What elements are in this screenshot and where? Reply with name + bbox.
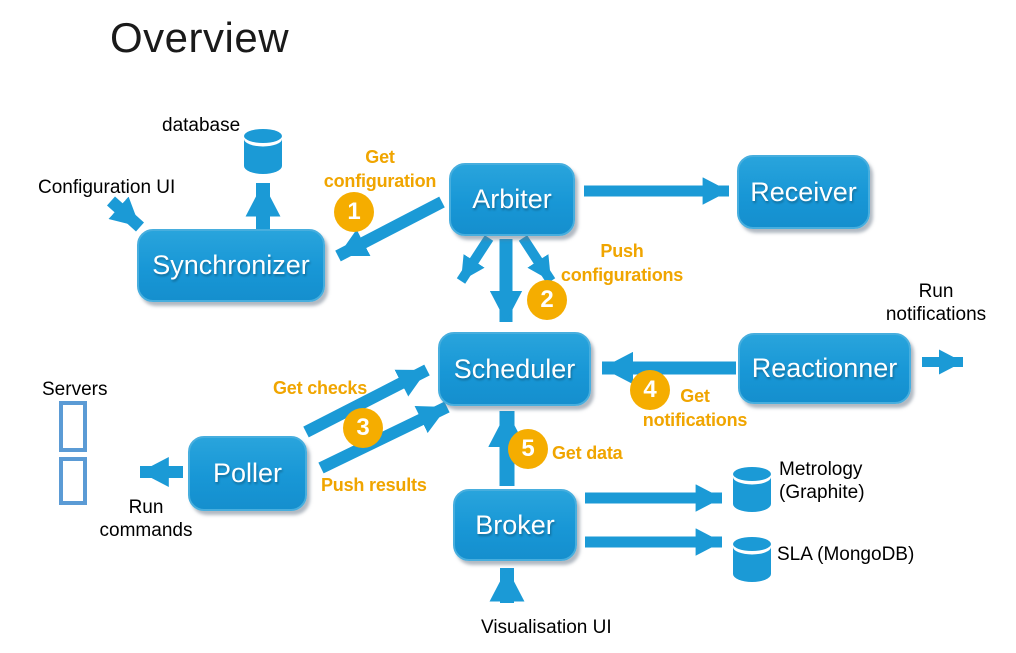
step-3-badge: 3 xyxy=(343,408,383,448)
run-commands-label: Run commands xyxy=(99,497,193,542)
node-reactionner: Reactionner xyxy=(738,333,911,404)
node-synchronizer: Synchronizer xyxy=(137,229,325,302)
node-scheduler: Scheduler xyxy=(438,332,591,406)
configuration-ui-label: Configuration UI xyxy=(38,177,176,198)
server-icon xyxy=(59,401,87,452)
node-arbiter-label: Arbiter xyxy=(472,184,552,214)
server-icon xyxy=(59,457,87,505)
push-results-label: Push results xyxy=(321,475,427,495)
node-scheduler-label: Scheduler xyxy=(453,353,576,384)
node-broker-label: Broker xyxy=(475,509,555,540)
get-data-label: Get data xyxy=(552,443,623,463)
servers-label: Servers xyxy=(42,379,108,400)
page-title: Overview xyxy=(110,14,290,61)
visualisation-ui-label: Visualisation UI xyxy=(481,617,612,638)
step-4-badge: 4 xyxy=(630,370,670,410)
sla-database-icon xyxy=(733,537,771,582)
node-synchronizer-label: Synchronizer xyxy=(152,250,310,280)
node-receiver: Receiver xyxy=(737,155,870,229)
arrow-poller-get-checks xyxy=(303,364,430,438)
push-configurations-label: Push configurations xyxy=(560,241,684,286)
step-2-badge: 2 xyxy=(527,280,567,320)
metrology-database-icon xyxy=(733,467,771,512)
node-poller-label: Poller xyxy=(212,458,283,488)
node-broker: Broker xyxy=(453,489,577,561)
metrology-label: Metrology (Graphite) xyxy=(779,459,865,504)
database-icon xyxy=(244,129,282,174)
node-reactionner-label: Reactionner xyxy=(751,353,898,383)
run-notifications-label: Run notifications xyxy=(885,281,987,326)
get-checks-label: Get checks xyxy=(273,378,368,398)
step-5-badge: 5 xyxy=(508,429,548,469)
get-configuration-label: Get configuration xyxy=(323,147,437,192)
arrow-arbiter-fan-left xyxy=(456,235,494,284)
arrow-poller-push-results xyxy=(318,401,450,474)
arrow-arbiter-fan-right xyxy=(518,235,556,284)
sla-label: SLA (MongoDB) xyxy=(777,544,915,565)
node-arbiter: Arbiter xyxy=(449,163,575,236)
node-poller: Poller xyxy=(188,436,307,511)
database-label: database xyxy=(162,115,241,136)
get-notifications-label: Get notifications xyxy=(642,386,748,431)
node-receiver-label: Receiver xyxy=(750,176,857,207)
arrow-arbiter-to-synchronizer xyxy=(335,196,445,262)
step-1-badge: 1 xyxy=(334,192,374,232)
arrow-configuration-ui-to-synchronizer xyxy=(106,196,145,232)
